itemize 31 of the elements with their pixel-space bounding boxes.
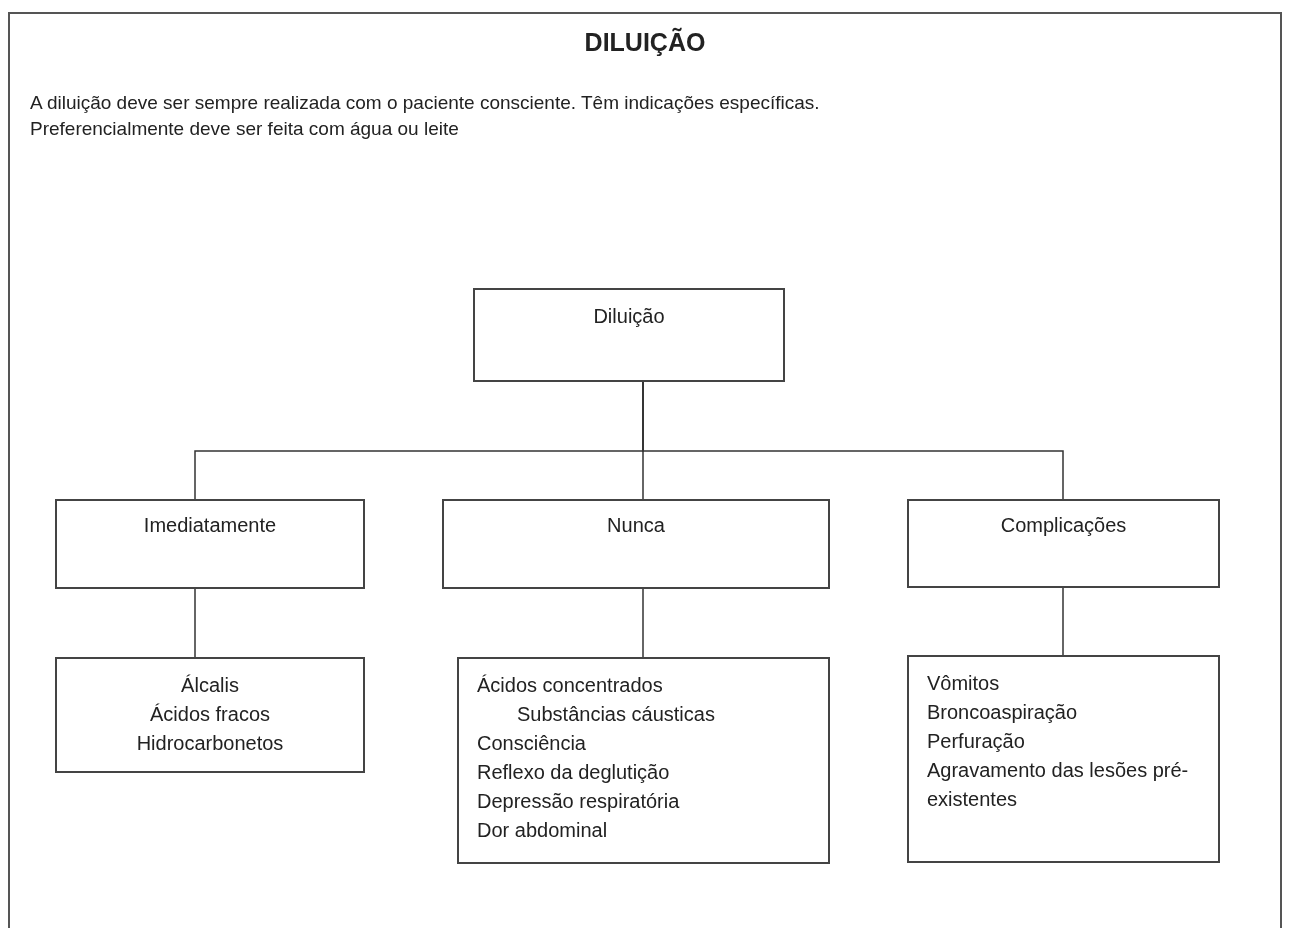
box-text: Diluição [593, 304, 665, 329]
box-text: Agravamento das lesões pré-existentes [927, 758, 1190, 812]
title: DILUIÇÃO [583, 26, 707, 58]
box-text: Substâncias cáusticas [517, 702, 715, 727]
box-text: Hidrocarbonetos [136, 731, 284, 756]
connector-line [642, 381, 1064, 500]
box-text: Reflexo da deglutição [477, 760, 670, 785]
box-text: Perfuração [927, 729, 1025, 754]
description-text: Preferencialmente deve ser feita com água ou leite [30, 117, 459, 141]
box-text: Álcalis [181, 673, 239, 698]
description-text: A diluição deve ser sempre realizada com o paciente consciente. Têm indicações específicas. [30, 91, 820, 115]
connector-line [194, 588, 196, 658]
box-text: Broncoaspiração [927, 700, 1078, 725]
box-text: Dor abdominal [477, 818, 608, 843]
text-box [457, 657, 830, 864]
text-box [442, 499, 830, 589]
box-text: Vômitos [927, 671, 1000, 696]
connector-line [1062, 587, 1064, 656]
text-box [55, 499, 365, 589]
text-box [907, 499, 1220, 588]
box-text: Depressão respiratória [477, 789, 680, 814]
text-box [473, 288, 785, 382]
text-box [55, 657, 365, 773]
box-text: Ácidos fracos [149, 702, 271, 727]
box-text: Ácidos concentrados [477, 673, 663, 698]
text-box [907, 655, 1220, 863]
box-text: Imediatamente [143, 513, 277, 538]
box-text: Consciência [477, 731, 586, 756]
box-text: Nunca [607, 513, 665, 538]
box-text: Complicações [1000, 513, 1127, 538]
connector-line [642, 588, 644, 658]
